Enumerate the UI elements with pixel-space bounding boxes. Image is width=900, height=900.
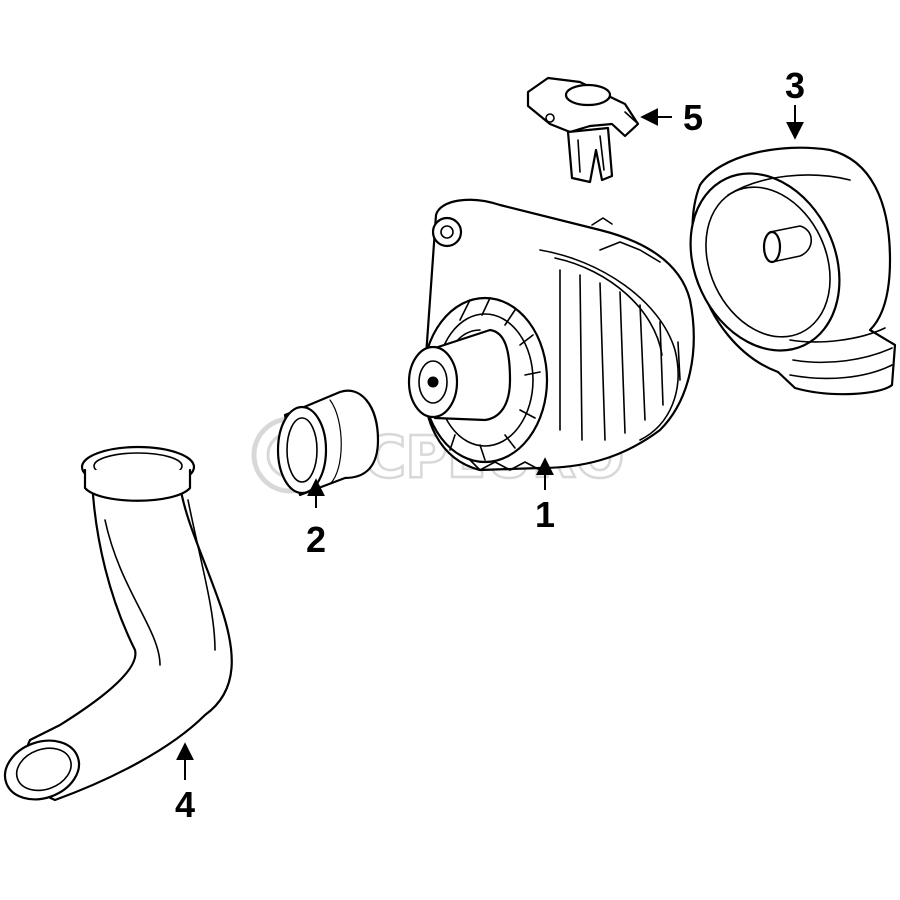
callout-1: 1 — [535, 494, 555, 535]
part-1-alternator — [407, 198, 695, 472]
callout-3: 3 — [785, 65, 805, 106]
part-2-bushing — [276, 389, 380, 497]
part-5-voltage-regulator — [526, 76, 640, 184]
callout-5: 5 — [683, 97, 703, 138]
callout-4: 4 — [175, 784, 195, 825]
part-3-housing-cover — [689, 146, 897, 396]
part-4-elbow-hose — [3, 445, 233, 802]
callout-2: 2 — [306, 519, 326, 560]
